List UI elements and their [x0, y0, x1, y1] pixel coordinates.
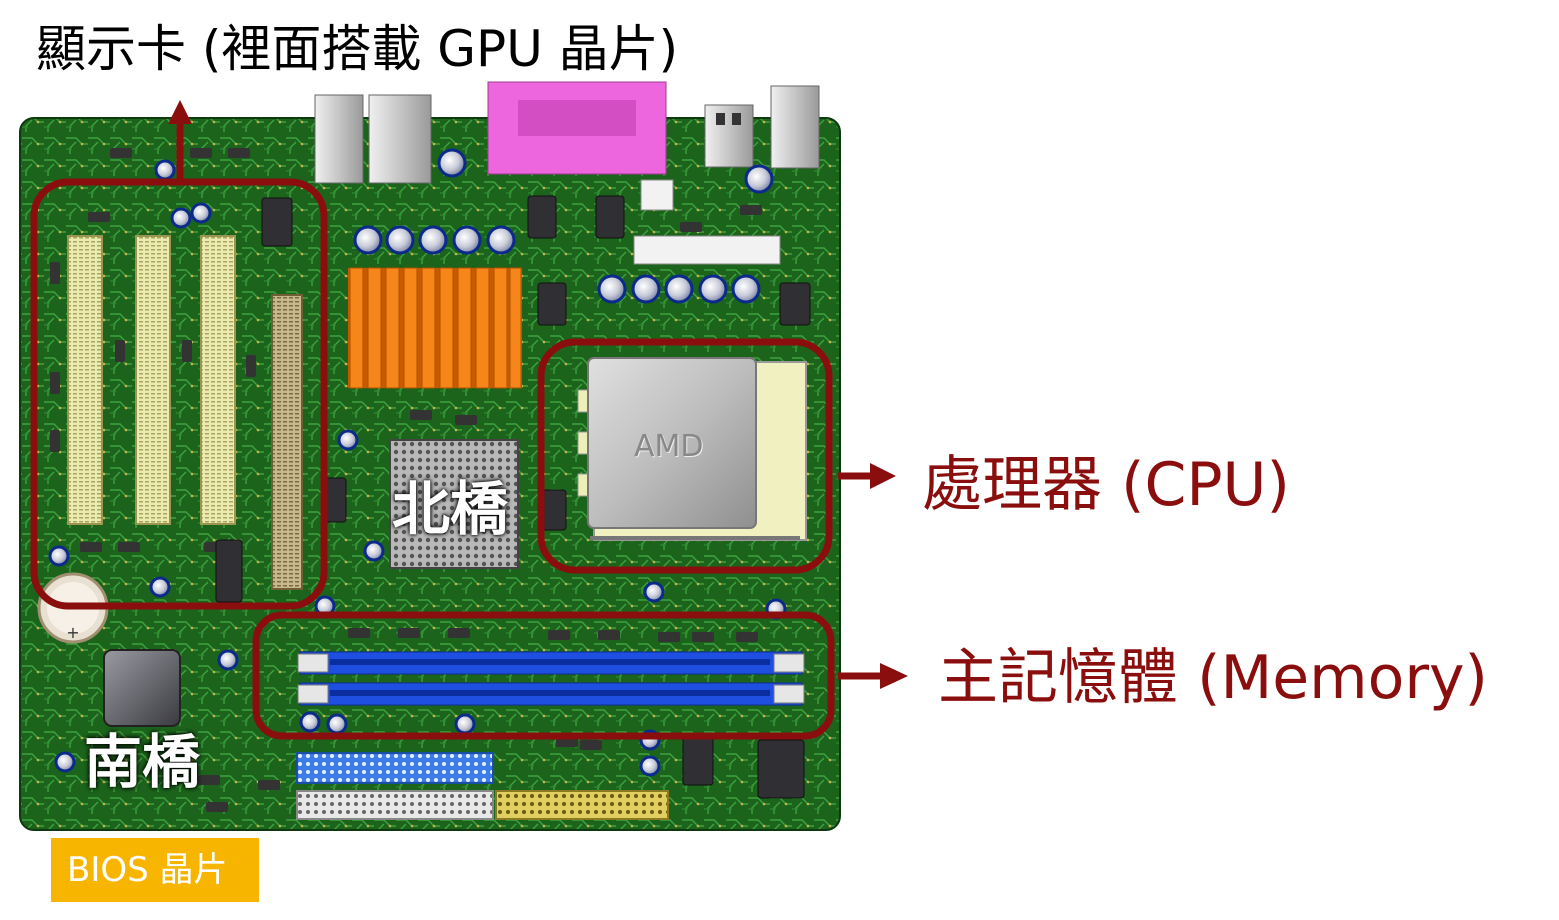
- processor-label: 處理器 (CPU): [922, 450, 1290, 520]
- bios-chip-label: BIOS 晶片: [67, 850, 228, 890]
- pointer-arrows: [168, 100, 908, 689]
- storage-connectors: [296, 752, 669, 820]
- northbridge-chip: [389, 439, 519, 569]
- memory-highlight-box: [252, 611, 835, 740]
- smd-components: [50, 148, 762, 812]
- southbridge-chip: [103, 649, 181, 727]
- pci-slots: [67, 235, 236, 525]
- graphics-card-label: 顯示卡 (裡面搭載 GPU 晶片): [36, 20, 679, 78]
- cpu-highlight-box: [537, 338, 833, 574]
- bios-chip-badge: BIOS 晶片: [51, 838, 259, 902]
- cpu-chip: [587, 357, 757, 529]
- ic-chips: [215, 195, 811, 799]
- power-connectors: [633, 179, 781, 265]
- rear-io-ports: [314, 81, 820, 184]
- ram-slots: [297, 651, 805, 706]
- southbridge-label: 南橋: [84, 728, 201, 796]
- cpu-brand-label: AMD: [634, 429, 704, 464]
- northbridge-heatsink: [348, 267, 522, 389]
- memory-label: 主記憶體 (Memory): [938, 643, 1488, 713]
- svg-text:+: +: [66, 623, 79, 642]
- graphics-slot: [271, 294, 303, 590]
- northbridge-label: 北橋: [392, 475, 509, 543]
